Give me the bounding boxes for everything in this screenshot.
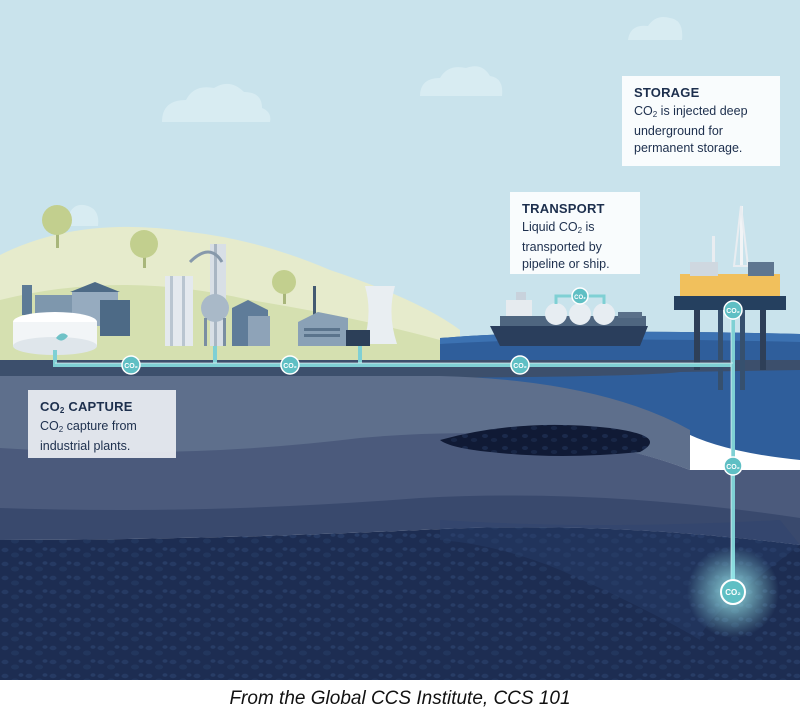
capture-title: CO2 CAPTURE: [40, 399, 164, 415]
capture-desc-line2: industrial plants.: [40, 439, 131, 453]
pipeline-tag-well: CO₂: [723, 456, 743, 476]
pipeline-tag-capture-1: CO₂: [121, 355, 141, 375]
co2-pipeline: [53, 320, 735, 590]
capture-title-co: CO: [40, 399, 60, 414]
transport-desc-line3: pipeline or ship.: [522, 257, 610, 271]
pipeline-tag-text: CO₂: [574, 295, 586, 301]
pipeline-tag-text: CO₂: [725, 588, 741, 597]
transport-description: Liquid CO2 is transported by pipeline or…: [522, 219, 628, 273]
capture-desc-sub: 2: [58, 425, 64, 434]
capture-label-box: CO2 CAPTURE CO2 capture from industrial …: [28, 390, 176, 458]
trees: [42, 205, 296, 304]
storage-desc-rest: is injected deep: [657, 104, 748, 118]
factory-capture-1: [13, 282, 130, 355]
factory-capture-3: [298, 286, 397, 346]
capture-desc-co: CO: [40, 419, 59, 433]
storage-label-box: STORAGE CO2 is injected deep underground…: [622, 76, 780, 166]
storage-desc-line3: permanent storage.: [634, 141, 743, 155]
pipeline-tag-text: CO₂: [124, 363, 138, 370]
transport-desc-rest: is: [582, 220, 595, 234]
transport-label-box: TRANSPORT Liquid CO2 is transported by p…: [510, 192, 640, 274]
pipeline-tag-text: CO₂: [726, 308, 740, 315]
pipeline-tag-storage: CO₂: [720, 579, 746, 605]
transport-desc-line2: transported by: [522, 240, 602, 254]
pipeline-tag-transport: CO₂: [510, 355, 530, 375]
impermeable-lens: [440, 424, 650, 456]
deep-storage-rock: [0, 527, 800, 680]
figure-caption: From the Global CCS Institute, CCS 101: [229, 688, 571, 709]
storage-desc-co: CO: [634, 104, 653, 118]
pipeline-tag-ship: CO₂: [571, 287, 589, 305]
transport-title: TRANSPORT: [522, 201, 605, 216]
pipeline-tag-platform: CO₂: [723, 300, 743, 320]
ccs-diagram: CO₂ CO₂ CO₂ CO₂ CO₂ CO₂ CO₂ STORAGE: [0, 0, 800, 680]
capture-desc-rest: capture from: [63, 419, 137, 433]
capture-title-rest: CAPTURE: [64, 399, 133, 414]
pipeline-tag-text: CO₂: [726, 464, 740, 471]
pipeline-tag-text: CO₂: [283, 363, 297, 370]
storage-description: CO2 is injected deep underground for per…: [634, 103, 768, 157]
storage-desc-line2: underground for: [634, 124, 723, 138]
pipeline-tag-capture-2: CO₂: [280, 355, 300, 375]
transport-desc-sub: 2: [577, 226, 583, 235]
clouds: [54, 17, 683, 226]
capture-description: CO2 capture from industrial plants.: [40, 418, 164, 455]
factory-capture-2: [165, 244, 270, 346]
offshore-platform: [674, 205, 786, 390]
ccs-scene: CO₂ CO₂ CO₂ CO₂ CO₂ CO₂ CO₂: [0, 0, 800, 680]
rock-layer-3: [0, 495, 800, 545]
pipeline-tag-text: CO₂: [513, 363, 527, 370]
storage-desc-sub: 2: [652, 110, 658, 119]
transport-desc-co: Liquid CO: [522, 220, 578, 234]
capture-title-sub: 2: [59, 406, 65, 415]
storage-title: STORAGE: [634, 85, 700, 100]
